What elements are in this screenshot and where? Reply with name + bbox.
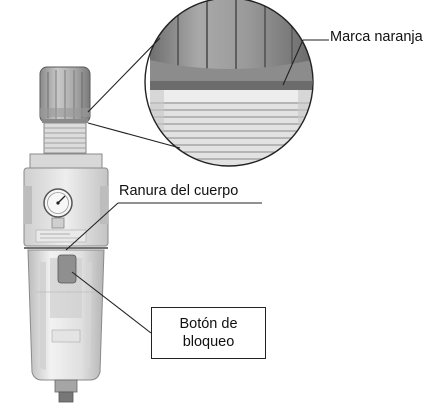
regulator-body: [23, 153, 109, 247]
orange-mark-ring: [150, 81, 312, 90]
callout-boton-de-bloqueo: Botón de bloqueo: [151, 307, 266, 359]
filter-bowl: [27, 249, 105, 381]
label-boton-line2: bloqueo: [182, 334, 235, 350]
label-marca-naranja: Marca naranja: [330, 29, 423, 45]
label-ranura-del-cuerpo: Ranura del cuerpo: [119, 183, 239, 199]
threaded-neck: [43, 122, 87, 154]
leader-lines: [65, 37, 329, 334]
lock-button: [57, 254, 77, 284]
drain-valve: [54, 379, 78, 403]
label-boton-line1: Botón de: [179, 315, 238, 332]
zoom-connector-lower: [87, 122, 181, 149]
filter-regulator-unit: [23, 66, 109, 403]
leader-boton: [71, 271, 152, 334]
zoom-connector-upper: [87, 37, 161, 113]
adjustment-knob: [39, 66, 91, 124]
